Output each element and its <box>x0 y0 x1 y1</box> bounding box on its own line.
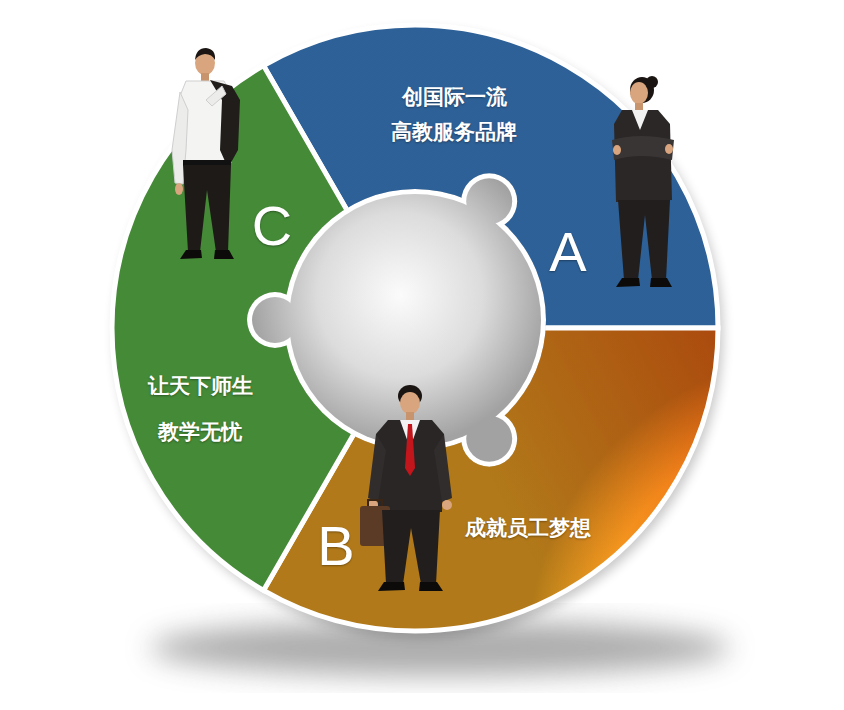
person-figure <box>172 48 240 259</box>
segment-letter: C <box>232 195 312 257</box>
segment: C 让天下师生 教学无忧 <box>108 62 420 594</box>
segment-wedge <box>112 66 415 591</box>
segment-shape <box>108 62 420 594</box>
segment-text: 成就员工梦想 <box>453 513 603 543</box>
segment-shade <box>112 66 415 591</box>
segment-text: 让天下师生 教学无忧 <box>135 363 265 455</box>
person-figure <box>360 385 452 591</box>
segment-text: 创国际一流 高教服务品牌 <box>369 79 539 149</box>
segment-letter: B <box>296 515 376 577</box>
segment-letter: A <box>528 221 608 283</box>
person-figure <box>612 76 674 287</box>
segment-fill <box>112 66 415 591</box>
